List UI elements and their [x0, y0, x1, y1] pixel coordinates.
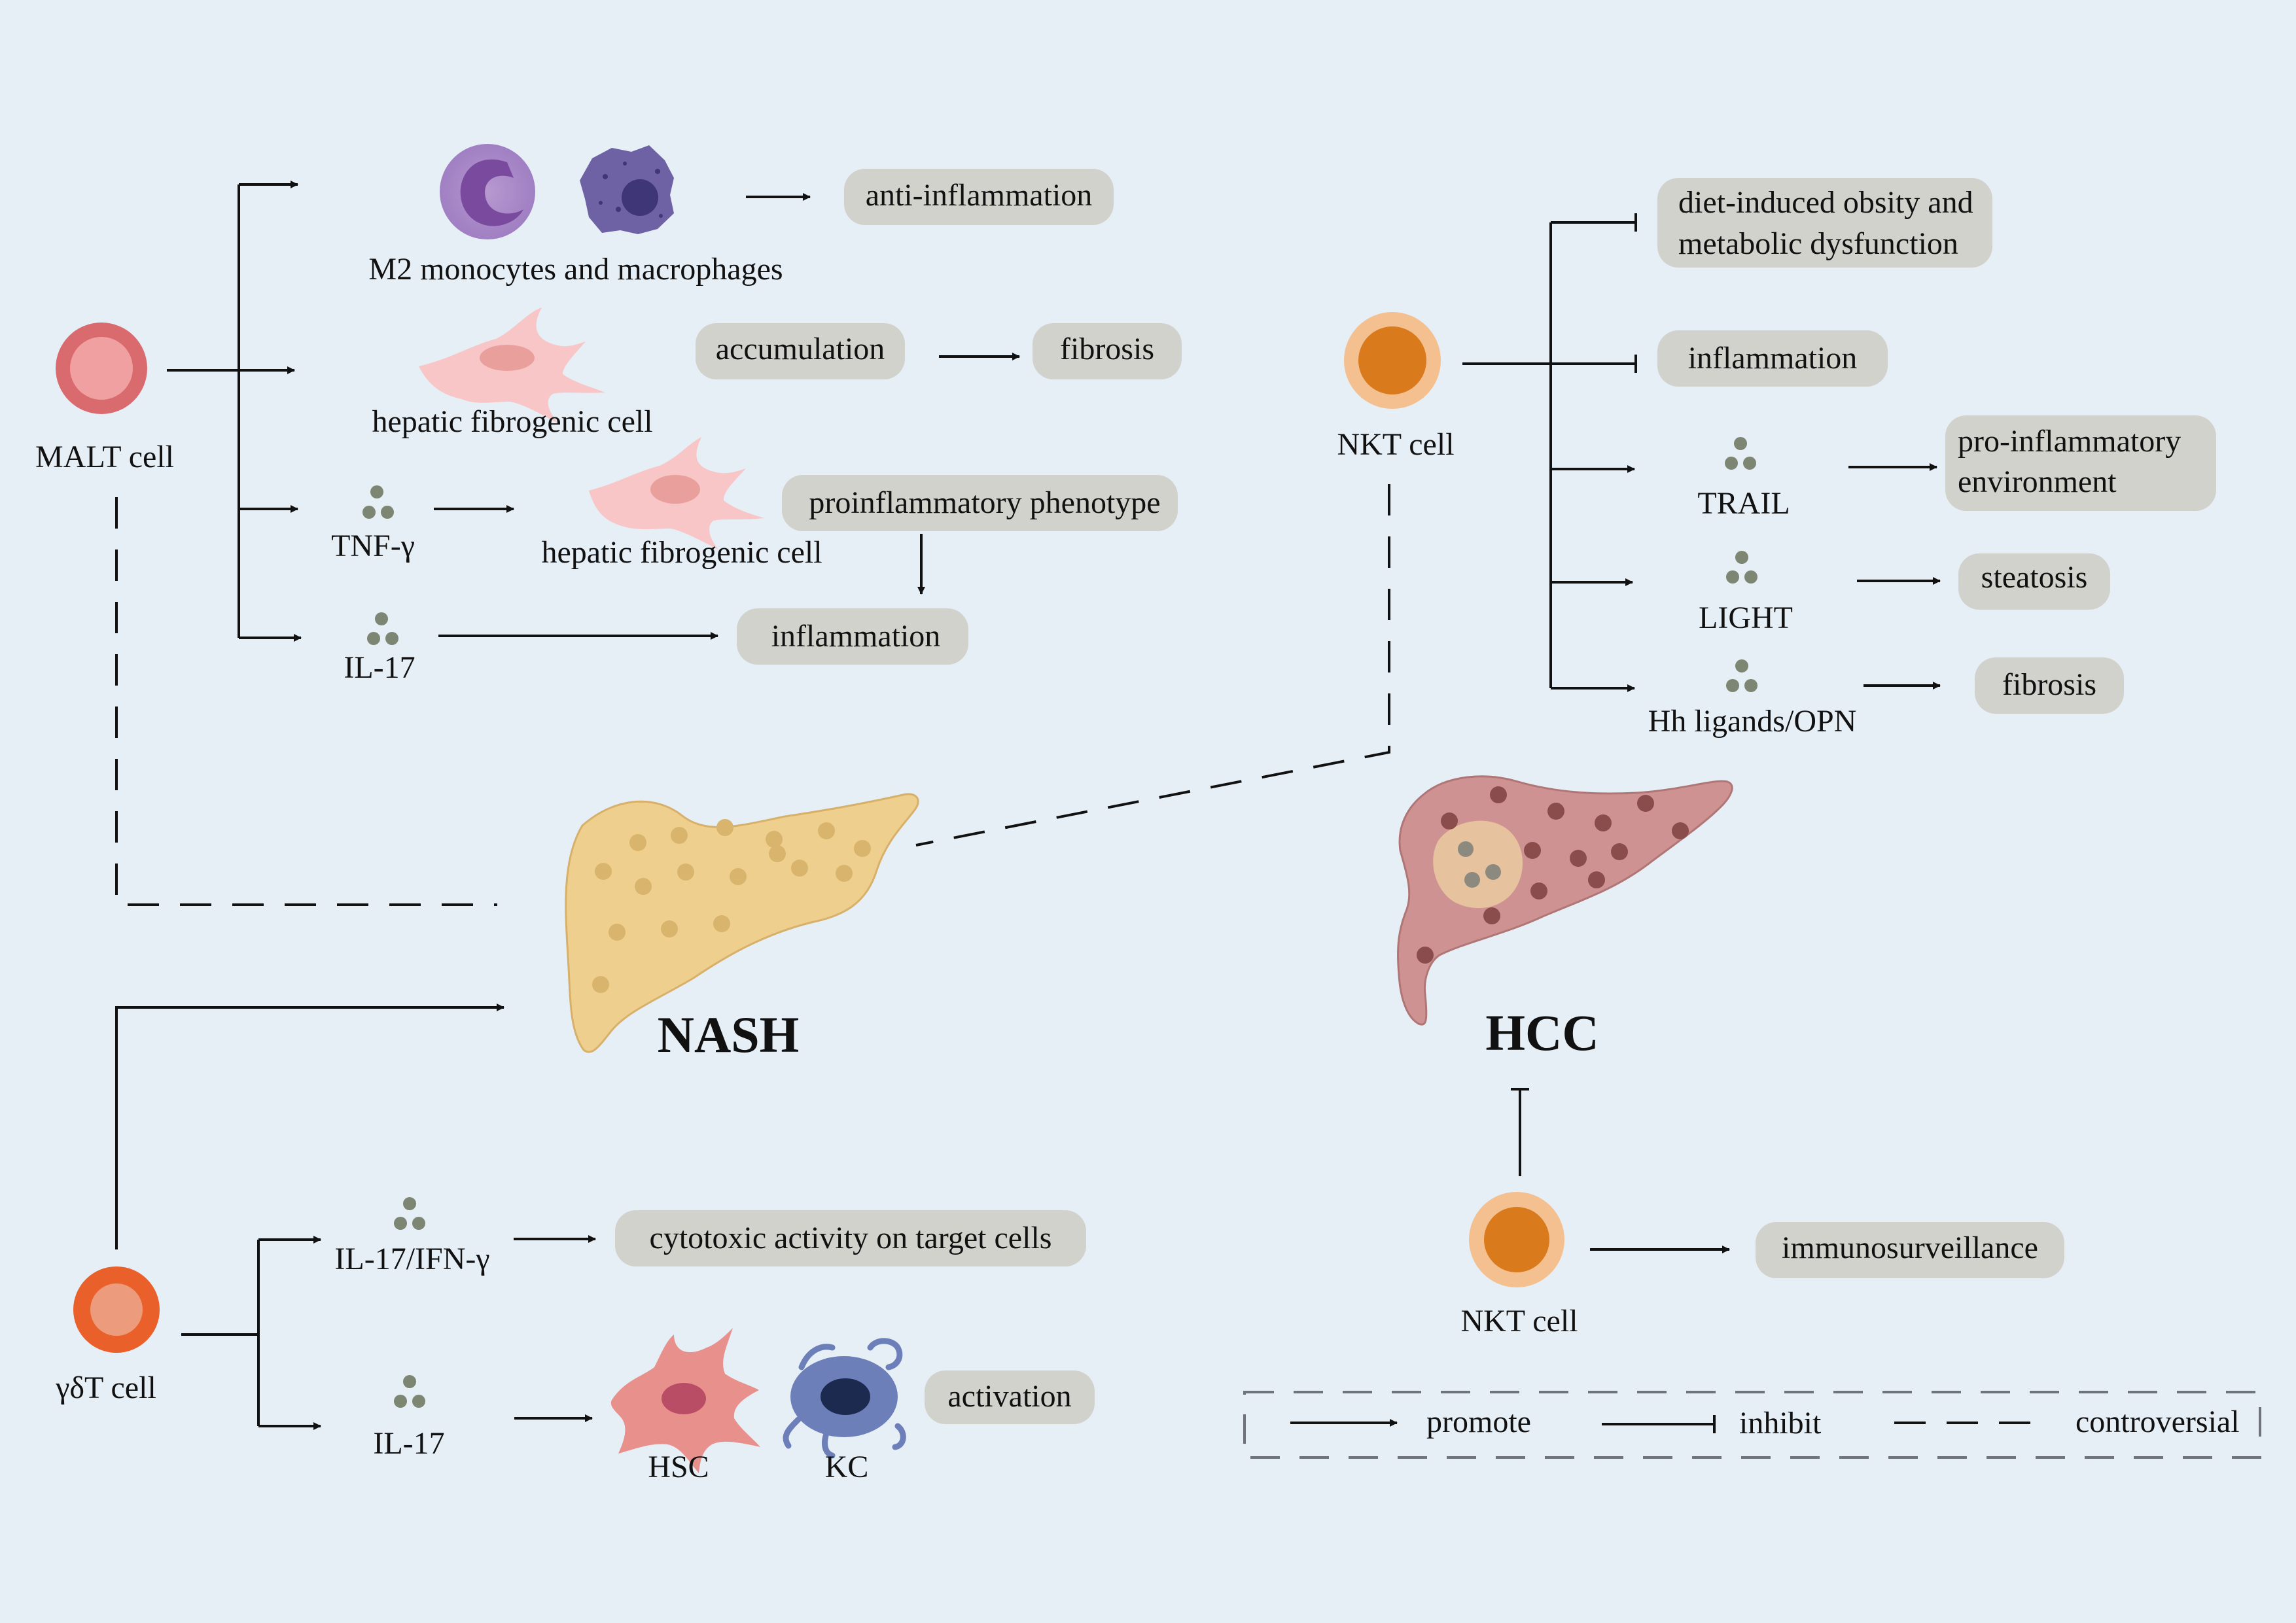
trail-label: TRAIL	[1697, 486, 1790, 521]
legend: promote inhibit controversial	[1243, 1391, 2261, 1459]
il17-cytokine-icon-gdt	[394, 1375, 425, 1408]
inflammation-box-nkt: inflammation	[1657, 330, 1888, 387]
cytotoxic-activity-box: cytotoxic activity on target cells	[615, 1210, 1086, 1266]
activation-box: activation	[925, 1370, 1095, 1424]
hcc-title: HCC	[1485, 1004, 1598, 1061]
anti-inflammation-box: anti-inflammation	[844, 169, 1114, 225]
hepatic-fibrogenic-cell-icon-2	[589, 437, 764, 550]
svg-text:cytotoxic activity on target c: cytotoxic activity on target cells	[650, 1221, 1052, 1255]
svg-text:activation: activation	[947, 1379, 1071, 1414]
nash-liver-icon	[565, 793, 919, 1053]
svg-text:inflammation: inflammation	[1688, 341, 1858, 375]
hcc-liver-icon	[1397, 775, 1733, 1026]
svg-text:metabolic dysfunction: metabolic dysfunction	[1678, 226, 1958, 261]
legend-inhibit-label: inhibit	[1739, 1406, 1822, 1440]
diet-induced-box: diet-induced obsity and metabolic dysfun…	[1657, 178, 1992, 268]
gdt-cell-icon	[73, 1266, 160, 1353]
gdt-to-nash-arrow	[115, 1003, 504, 1249]
trail-cytokine-icon	[1725, 437, 1756, 470]
steatosis-box: steatosis	[1958, 553, 2110, 610]
hsc-label: HSC	[648, 1450, 709, 1484]
svg-text:inflammation: inflammation	[771, 619, 941, 654]
il17-label-malt: IL-17	[344, 650, 415, 685]
nkt-cell-label-hcc: NKT cell	[1460, 1304, 1578, 1338]
legend-promote-label: promote	[1426, 1405, 1531, 1439]
il17ifn-label: IL-17/IFN-γ	[334, 1242, 489, 1276]
il17-label-gdt: IL-17	[373, 1426, 444, 1461]
malt-cell-label: MALT cell	[35, 440, 174, 474]
malt-controversial-line	[115, 497, 497, 906]
fibrosis-box-nkt: fibrosis	[1975, 657, 2124, 714]
fibrogenic-cell-label-1: hepatic fibrogenic cell	[372, 404, 652, 439]
legend-border	[1243, 1391, 2261, 1459]
pro-inflammatory-environment-box: pro-inflammatory environment	[1945, 415, 2216, 511]
svg-text:fibrosis: fibrosis	[1060, 332, 1154, 366]
tnf-label: TNF-γ	[331, 529, 415, 563]
svg-text:fibrosis: fibrosis	[2002, 667, 2096, 702]
svg-text:pro-inflammatory: pro-inflammatory	[1958, 424, 2181, 459]
hh-cytokine-icon	[1726, 659, 1757, 692]
kc-label: KC	[825, 1450, 869, 1484]
nkt-cell-label-nash: NKT cell	[1337, 427, 1454, 462]
tnf-cytokine-icon	[362, 485, 394, 519]
svg-text:proinflammatory phenotype: proinflammatory phenotype	[809, 485, 1160, 520]
svg-text:anti-inflammation: anti-inflammation	[866, 178, 1093, 213]
m2-monocyte-icon	[440, 144, 535, 239]
m2-label: M2 monocytes and macrophages	[368, 252, 783, 287]
immunosurveillance-box: immunosurveillance	[1756, 1222, 2064, 1278]
macrophage-icon	[580, 145, 674, 234]
fibrogenic-cell-label-2: hepatic fibrogenic cell	[541, 535, 822, 570]
svg-text:immunosurveillance: immunosurveillance	[1782, 1230, 2038, 1265]
il17ifn-cytokine-icon	[394, 1197, 425, 1230]
nkt-cell-icon-nash	[1344, 312, 1441, 409]
hsc-cell-icon	[610, 1328, 760, 1473]
inflammation-box-malt: inflammation	[737, 608, 968, 665]
nkt-cell-icon-hcc	[1469, 1192, 1564, 1287]
legend-controversial-label: controversial	[2075, 1405, 2240, 1439]
nash-title: NASH	[658, 1006, 800, 1063]
kc-cell-icon	[783, 1338, 906, 1459]
svg-text:accumulation: accumulation	[716, 332, 885, 366]
proinflammatory-phenotype-box: proinflammatory phenotype	[782, 475, 1178, 531]
svg-text:environment: environment	[1958, 464, 2117, 499]
hh-label: Hh ligands/OPN	[1648, 704, 1857, 739]
malt-cell-icon	[56, 323, 147, 414]
gdt-cell-label: γδT cell	[55, 1370, 156, 1405]
light-cytokine-icon	[1726, 551, 1757, 584]
il17-cytokine-icon-malt	[367, 612, 398, 645]
accumulation-box: accumulation	[696, 323, 905, 379]
light-label: LIGHT	[1699, 601, 1793, 635]
hepatic-fibrogenic-cell-icon	[419, 307, 605, 424]
svg-text:steatosis: steatosis	[1981, 560, 2088, 595]
nkt-controversial-line	[915, 484, 1390, 846]
fibrosis-box-malt: fibrosis	[1033, 323, 1182, 379]
svg-text:diet-induced obsity and: diet-induced obsity and	[1678, 185, 1973, 220]
